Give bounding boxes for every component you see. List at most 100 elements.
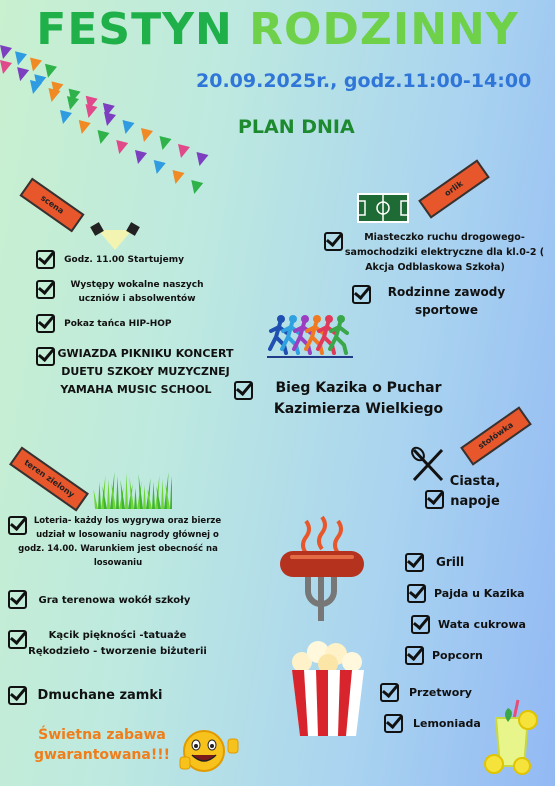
check-icon <box>324 232 343 251</box>
grass-blade <box>102 486 107 509</box>
grass-blade <box>125 473 128 509</box>
list-item: Lemoniada <box>384 714 481 733</box>
check-icon <box>425 490 444 509</box>
check-icon <box>407 584 426 603</box>
list-item: Grill <box>405 553 464 572</box>
list-item: Wata cukrowa <box>411 615 526 634</box>
bunting-flag <box>30 80 42 94</box>
bunting-flag <box>122 120 135 134</box>
grass-blade <box>120 480 125 509</box>
grass-blade <box>147 489 152 509</box>
bunting-flag <box>178 144 190 158</box>
grass-blade <box>116 476 119 509</box>
grass-blade <box>138 474 143 509</box>
grass-blade <box>111 483 116 509</box>
check-icon <box>405 646 424 665</box>
bunting-flag <box>0 60 12 74</box>
bunting-flag <box>159 136 172 150</box>
grass-blade <box>143 485 146 509</box>
bunting-flag <box>17 67 30 82</box>
bunting-flag <box>191 180 204 194</box>
grass-blade <box>93 489 98 509</box>
runner-figure <box>328 315 349 355</box>
bunting-flag <box>78 120 91 134</box>
plan-heading: PLAN DNIA <box>238 116 355 138</box>
bunting-flags <box>0 45 209 194</box>
list-item: Popcorn <box>405 646 483 665</box>
bunting-flag <box>153 160 166 174</box>
check-icon <box>36 347 55 366</box>
bunting-flag <box>85 104 98 118</box>
smiley-thumbs-up-icon <box>179 730 239 772</box>
orlik-label: orlik <box>442 179 465 199</box>
grass-blade <box>98 482 101 509</box>
check-icon <box>352 285 371 304</box>
check-icon <box>405 553 424 572</box>
bunting-flag <box>60 110 72 124</box>
check-icon <box>8 590 27 609</box>
bunting-flag <box>0 45 12 59</box>
runners-icon <box>267 315 353 358</box>
fork-knife-icon <box>411 446 444 482</box>
stolowka-label: stołówka <box>476 420 515 451</box>
football-field-icon <box>357 193 409 223</box>
bunting-flag <box>15 51 27 66</box>
stolowka-sign: stołówka <box>460 406 532 466</box>
lemonade-icon <box>484 699 538 775</box>
teren-sign: teren zielony <box>9 446 89 512</box>
check-icon <box>8 686 27 705</box>
bunting-flag <box>196 152 209 166</box>
list-item: Pajda u Kazika <box>407 584 525 603</box>
bunting-flag <box>141 128 153 142</box>
bunting-flag <box>172 170 185 184</box>
bunting-flag <box>116 140 129 154</box>
list-item: Ciasta, napoje <box>425 472 525 512</box>
check-icon <box>380 683 399 702</box>
teren-label: teren zielony <box>22 457 77 500</box>
grass-blade <box>107 479 110 509</box>
grass-blade <box>170 476 172 509</box>
list-item: GWIAZDA PIKNIKU KONCERT DUETU SZKOŁY MUZ… <box>36 345 233 399</box>
check-icon <box>234 381 253 400</box>
bunting-flag <box>48 88 61 102</box>
bunting-flag <box>30 57 42 72</box>
check-icon <box>384 714 403 733</box>
bunting-flag <box>135 150 147 164</box>
title-part2: RODZINNY <box>249 4 519 55</box>
list-item: Kącik piękności -tatuaże Rękodzieło - tw… <box>8 628 208 660</box>
grass-blade <box>134 488 137 509</box>
list-item: Loteria- każdy los wygrywa oraz bierze u… <box>8 514 228 570</box>
check-icon <box>36 250 55 269</box>
footer-slogan: Świetna zabawa gwarantowana!!! <box>34 727 170 763</box>
festival-title: FESTYN RODZINNY <box>0 4 555 55</box>
grass-blade <box>161 479 164 509</box>
orlik-sign: orlik <box>418 159 490 219</box>
bunting-flag <box>45 63 57 78</box>
check-icon <box>36 314 55 333</box>
list-item: Bieg Kazika o Puchar Kazimierza Wielkieg… <box>234 378 464 420</box>
grass-blade <box>129 477 134 509</box>
list-item: Występy wokalne naszych uczniów i absolw… <box>36 278 216 306</box>
bunting-flag <box>104 112 116 126</box>
list-item: Dmuchane zamki <box>8 686 162 705</box>
grass-blade <box>156 486 161 509</box>
grass-blade <box>165 483 170 509</box>
bunting-flag <box>67 96 79 110</box>
list-item: Pokaz tańca HIP-HOP <box>36 314 172 333</box>
event-date: 20.09.2025r., godz.11:00-14:00 <box>196 70 532 92</box>
check-icon <box>8 516 27 535</box>
list-item: Godz. 11.00 Startujemy <box>36 250 184 269</box>
list-item: Miasteczko ruchu drogowego- samochodziki… <box>324 230 546 275</box>
title-part1: FESTYN <box>36 4 233 55</box>
grass-icon <box>93 472 172 509</box>
spotlight-icon <box>90 222 140 250</box>
grill-sausage-icon <box>280 515 364 621</box>
list-item: Przetwory <box>380 683 472 702</box>
check-icon <box>411 615 430 634</box>
grass-blade <box>152 482 155 509</box>
bunting-flag <box>97 130 110 144</box>
list-item: Rodzinne zawody sportowe <box>352 283 522 319</box>
check-icon <box>36 280 55 299</box>
list-item: Gra terenowa wokół szkoły <box>8 590 190 609</box>
